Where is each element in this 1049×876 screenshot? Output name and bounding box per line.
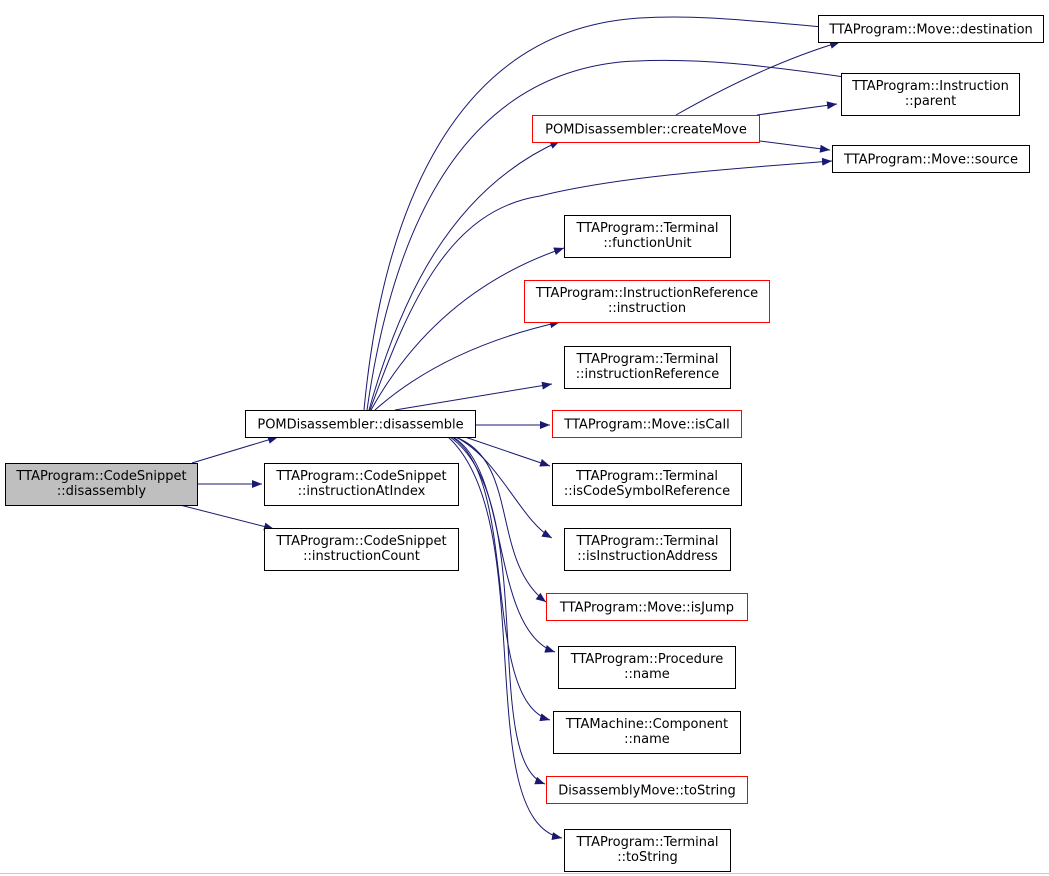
edge-disassemble-to-functionUnit <box>370 247 565 411</box>
node-label-line: ::name <box>624 732 670 747</box>
node-box <box>552 463 742 506</box>
node-label-line: TTAProgram::CodeSnippet <box>275 469 446 484</box>
node-box <box>532 115 760 143</box>
node-box <box>5 463 198 506</box>
node-label-line: ::isCodeSymbolReference <box>564 484 730 499</box>
node-termToString[interactable]: TTAProgram::Terminal::toString <box>564 829 731 872</box>
node-box <box>546 593 748 621</box>
edge-disassemble-to-procName <box>452 436 556 653</box>
node-box <box>818 15 1044 43</box>
node-isCodeSymbolReference[interactable]: TTAProgram::Terminal::isCodeSymbolRefere… <box>552 463 742 506</box>
node-disassemble[interactable]: POMDisassembler::disassemble <box>245 410 476 438</box>
page-bottom-rule <box>0 873 1049 874</box>
node-instruction[interactable]: TTAProgram::InstructionReference::instru… <box>524 280 770 323</box>
node-label-line: ::instruction <box>608 301 686 316</box>
node-label-line: TTAProgram::Instruction <box>851 79 1009 94</box>
node-label-line: ::parent <box>905 94 956 109</box>
node-box <box>832 145 1030 173</box>
edges-layer <box>179 16 853 840</box>
node-box <box>552 410 742 438</box>
node-box <box>564 346 731 389</box>
node-instructionCount[interactable]: TTAProgram::CodeSnippet::instructionCoun… <box>264 528 459 571</box>
node-box <box>264 463 459 506</box>
nodes-layer: TTAProgram::CodeSnippet::disassembly POMD… <box>5 15 1044 872</box>
edge-disassemble-to-isInstructionAddress <box>455 436 553 539</box>
node-label-line: ::instructionReference <box>576 367 720 382</box>
node-box <box>564 829 731 872</box>
node-dmToString[interactable]: DisassemblyMove::toString <box>546 776 748 804</box>
edge-createMove-to-parent <box>756 101 838 116</box>
edge-root-to-instructionCount <box>179 504 275 531</box>
edge-root-to-disassemble <box>191 436 279 464</box>
node-label-line: ::instructionAtIndex <box>298 484 426 499</box>
node-box <box>245 410 476 438</box>
edge-disassemble-to-destination <box>363 16 837 411</box>
node-createMove[interactable]: POMDisassembler::createMove <box>532 115 760 143</box>
node-instructionReference[interactable]: TTAProgram::Terminal::instructionReferen… <box>564 346 731 389</box>
node-label-line: TTAProgram::Move::isCall <box>563 418 729 433</box>
node-label-line: TTAProgram::Terminal <box>575 469 718 484</box>
node-isInstructionAddress[interactable]: TTAProgram::Terminal::isInstructionAddre… <box>564 528 731 571</box>
edge-createMove-to-destination <box>675 41 841 116</box>
node-label-line: POMDisassembler::disassemble <box>257 418 463 433</box>
node-label-line: TTAMachine::Component <box>565 717 728 732</box>
node-label-line: TTAProgram::Move::isJump <box>559 601 734 616</box>
node-label-line: POMDisassembler::createMove <box>545 123 747 138</box>
node-box <box>841 73 1020 116</box>
node-root[interactable]: TTAProgram::CodeSnippet::disassembly <box>5 463 198 506</box>
node-label-line: TTAProgram::Procedure <box>570 652 723 667</box>
node-source[interactable]: TTAProgram::Move::source <box>832 145 1030 173</box>
node-label-line: TTAProgram::CodeSnippet <box>15 469 186 484</box>
edge-disassemble-to-isJump <box>454 436 547 603</box>
edge-disassemble-to-source <box>369 157 833 411</box>
edge-disassemble-to-dmToString <box>449 436 546 785</box>
node-label-line: TTAProgram::Terminal <box>575 534 718 549</box>
edge-disassemble-to-instructionReference <box>394 381 553 411</box>
edge-disassemble-to-instruction <box>374 320 561 411</box>
node-label-line: TTAProgram::Terminal <box>575 835 718 850</box>
node-procName[interactable]: TTAProgram::Procedure::name <box>558 646 736 689</box>
node-label-line: DisassemblyMove::toString <box>558 784 736 799</box>
edge-disassemble-to-createMove <box>368 140 561 411</box>
edge-disassemble-to-termToString <box>447 436 563 840</box>
node-label-line: TTAProgram::InstructionReference <box>535 286 758 301</box>
node-isJump[interactable]: TTAProgram::Move::isJump <box>546 593 748 621</box>
node-label-line: ::name <box>624 667 670 682</box>
node-box <box>524 280 770 323</box>
edge-disassemble-to-parent <box>366 59 853 411</box>
node-box <box>553 711 741 754</box>
node-label-line: ::disassembly <box>57 484 146 499</box>
node-box <box>564 215 731 258</box>
node-box <box>546 776 748 804</box>
edge-disassemble-to-isCodeSymbolReference <box>464 436 551 467</box>
node-box <box>558 646 736 689</box>
node-label-line: TTAProgram::Move::source <box>843 153 1018 168</box>
node-label-line: ::instructionCount <box>303 549 420 564</box>
node-parent[interactable]: TTAProgram::Instruction::parent <box>841 73 1020 116</box>
node-label-line: ::isInstructionAddress <box>577 549 718 564</box>
node-instructionAtIndex[interactable]: TTAProgram::CodeSnippet::instructionAtIn… <box>264 463 459 506</box>
node-compName[interactable]: TTAMachine::Component::name <box>553 711 741 754</box>
node-label-line: TTAProgram::Move::destination <box>828 23 1033 38</box>
node-box <box>564 528 731 571</box>
node-label-line: TTAProgram::Terminal <box>575 352 718 367</box>
node-label-line: ::functionUnit <box>603 236 691 251</box>
node-isCall[interactable]: TTAProgram::Move::isCall <box>552 410 742 438</box>
node-functionUnit[interactable]: TTAProgram::Terminal::functionUnit <box>564 215 731 258</box>
node-box <box>264 528 459 571</box>
node-label-line: TTAProgram::CodeSnippet <box>275 534 446 549</box>
node-label-line: ::toString <box>617 850 678 865</box>
node-destination[interactable]: TTAProgram::Move::destination <box>818 15 1044 43</box>
edge-createMove-to-source <box>751 139 831 153</box>
node-label-line: TTAProgram::Terminal <box>575 221 718 236</box>
